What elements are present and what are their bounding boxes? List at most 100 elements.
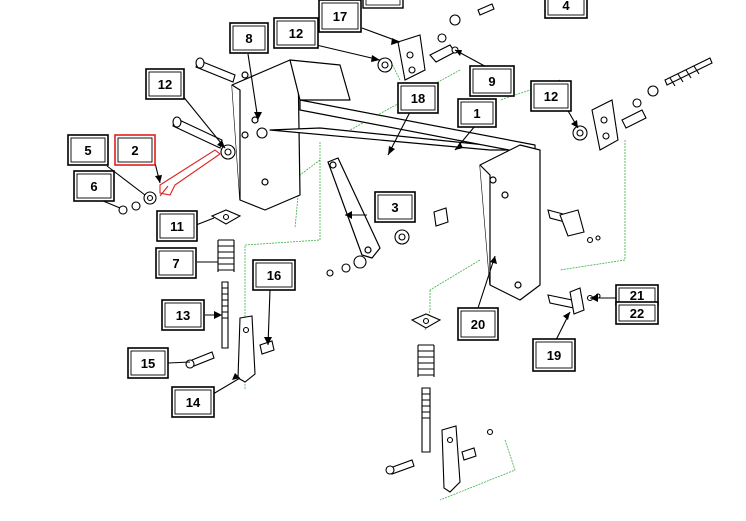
- callout-c12c: 12: [530, 80, 572, 112]
- callout-c21: 21: [615, 284, 659, 306]
- callout-number: 16: [267, 268, 281, 283]
- callout-number: 14: [186, 395, 201, 410]
- callout-c3: 3: [374, 191, 416, 223]
- callout-box-inner: [255, 262, 293, 288]
- callout-box-outer: [374, 191, 416, 223]
- callout-box-outer: [171, 386, 215, 418]
- callout-number: 22: [630, 306, 644, 321]
- callout-box-outer: [73, 170, 115, 202]
- highlighted-part-2: [159, 149, 221, 197]
- callout-box-inner: [460, 310, 496, 338]
- callout-c12a: 12: [273, 17, 319, 49]
- callout-top-partial: [362, 0, 404, 9]
- callout-number: 20: [471, 317, 485, 332]
- callout-box-inner: [76, 173, 112, 199]
- callout-box-outer: [530, 80, 572, 112]
- callout-box-inner: [400, 85, 436, 111]
- callout-box-outer: [273, 17, 319, 49]
- callout-box-outer: [145, 68, 185, 100]
- callout-number: 12: [158, 77, 172, 92]
- callout-c5: 5: [67, 134, 109, 166]
- callout-c4: 4: [544, 0, 588, 19]
- callout-box-inner: [472, 68, 512, 94]
- callout-box-inner: [377, 194, 413, 220]
- callout-box-inner: [232, 25, 266, 51]
- callout-c12b: 12: [145, 68, 185, 100]
- callout-c11: 11: [156, 210, 198, 242]
- callout-number: 8: [245, 31, 252, 46]
- callout-box-inner: [130, 350, 166, 376]
- callout-box-outer: [67, 134, 109, 166]
- callout-c2: 2: [114, 134, 156, 166]
- callout-box-inner: [533, 83, 569, 109]
- callout-c14: 14: [171, 386, 215, 418]
- callout-box-inner: [70, 137, 106, 163]
- callout-box-inner: [276, 20, 316, 46]
- callout-box-inner: [460, 101, 494, 125]
- leader-arrowheads: [155, 38, 598, 380]
- left-hardware: [118, 191, 157, 215]
- callout-box-outer: [469, 65, 515, 97]
- right-latch-assembly: [385, 313, 494, 493]
- callout-number: 17: [333, 9, 347, 24]
- callout-c6: 6: [73, 170, 115, 202]
- callout-box-outer: [397, 82, 439, 114]
- callout-box-outer: [114, 134, 156, 166]
- callout-c20: 20: [457, 307, 499, 341]
- callout-number: 6: [90, 179, 97, 194]
- callout-number: 15: [141, 356, 155, 371]
- callout-number: 3: [391, 200, 398, 215]
- callout-box-inner: [158, 250, 194, 276]
- callout-box-inner: [164, 302, 202, 328]
- callout-c17: 17: [318, 0, 362, 33]
- callout-box-outer: [161, 299, 205, 331]
- callout-number: 12: [544, 89, 558, 104]
- callout-box-inner: [148, 71, 182, 97]
- callout-number: 7: [172, 256, 179, 271]
- callout-c7: 7: [155, 247, 197, 279]
- callout-box-outer: [615, 301, 659, 325]
- pins-brackets: [172, 3, 713, 315]
- callout-box-inner: [547, 0, 585, 16]
- callout-number: 9: [488, 74, 495, 89]
- callout-number: 11: [170, 219, 184, 234]
- callout-c8: 8: [229, 22, 269, 54]
- callout-number: 13: [176, 308, 190, 323]
- callout-box-outer: [155, 247, 197, 279]
- callout-number: 2: [131, 143, 138, 158]
- callout-c16: 16: [252, 259, 296, 291]
- strut-part: [327, 157, 381, 259]
- callout-c15: 15: [127, 347, 169, 379]
- main-frame: [231, 59, 541, 301]
- callout-box-outer: [457, 98, 497, 128]
- callout-number: 12: [289, 26, 303, 41]
- callout-c18: 18: [397, 82, 439, 114]
- callout-box-outer: [127, 347, 169, 379]
- callout-box-outer: [252, 259, 296, 291]
- callout-c13: 13: [161, 299, 205, 331]
- callout-number: 1: [473, 106, 480, 121]
- callout-box-inner: [535, 341, 573, 369]
- left-latch-assembly: [185, 209, 275, 383]
- callout-box-outer: [156, 210, 198, 242]
- callout-box-inner: [174, 389, 212, 415]
- callout-c22: 22: [615, 301, 659, 325]
- callout-box-outer: [229, 22, 269, 54]
- callout-box-outer: [457, 307, 499, 341]
- callout-box-outer: [544, 0, 588, 19]
- callout-box-inner: [159, 213, 195, 239]
- callout-box-outer: [532, 338, 576, 372]
- callout-number: 19: [547, 348, 561, 363]
- callout-c1: 1: [457, 98, 497, 128]
- callout-number: 21: [630, 288, 644, 303]
- callout-c9: 9: [469, 65, 515, 97]
- callout-box-outer: [318, 0, 362, 33]
- callout-box-inner: [117, 137, 153, 163]
- callout-number: 18: [411, 91, 425, 106]
- callout-number: 4: [562, 0, 570, 13]
- callout-c19: 19: [532, 338, 576, 372]
- callout-box-inner: [618, 304, 656, 322]
- callout-box-inner: [321, 2, 359, 30]
